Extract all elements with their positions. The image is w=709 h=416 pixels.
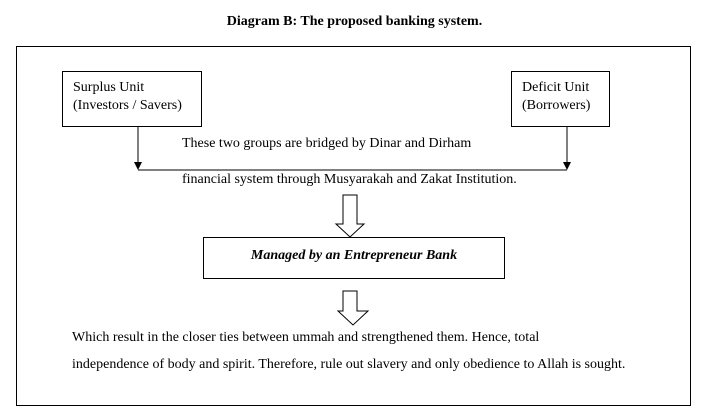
deficit-unit-subtitle: (Borrowers) [522, 98, 591, 113]
deficit-unit-title: Deficit Unit [522, 80, 590, 95]
down-arrow-1 [334, 194, 366, 238]
result-text-line-1: Which result in the closer ties between … [72, 330, 540, 345]
surplus-arrowhead [134, 162, 142, 170]
deficit-unit-box: Deficit Unit (Borrowers) [511, 71, 610, 127]
diagram-title: Diagram B: The proposed banking system. [226, 14, 483, 29]
deficit-arrowhead [563, 162, 571, 170]
bridge-text-line-1: These two groups are bridged by Dinar an… [182, 136, 472, 151]
surplus-unit-subtitle: (Investors / Savers) [73, 98, 182, 113]
entrepreneur-bank-box: Managed by an Entrepreneur Bank [203, 237, 505, 279]
surplus-unit-title: Surplus Unit [73, 80, 145, 95]
surplus-unit-box: Surplus Unit (Investors / Savers) [62, 71, 202, 127]
bridge-text-line-2: financial system through Musyarakah and … [182, 172, 517, 187]
diagram-frame [16, 46, 691, 406]
result-text-line-2: independence of body and spirit. Therefo… [72, 357, 626, 372]
down-arrow-2 [336, 290, 370, 326]
